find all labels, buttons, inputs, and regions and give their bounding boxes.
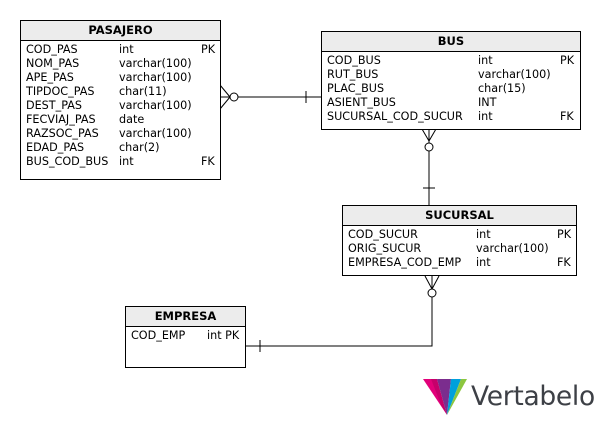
column-type: int — [478, 110, 493, 123]
entity-empresa[interactable]: EMPRESA COD_EMP int PK — [125, 306, 246, 368]
column-name: SUCURSAL_COD_SUCUR — [327, 110, 463, 123]
column-type: int — [476, 256, 491, 269]
relationship-bus-sucursal — [421, 128, 437, 205]
column-type: int — [478, 54, 493, 67]
column-type: date — [119, 113, 145, 126]
column-row: COD_EMP int PK — [126, 329, 245, 343]
column-name: TIPDOC_PAS — [26, 85, 95, 98]
column-type: varchar(100) — [119, 127, 192, 140]
column-row: ORIG_SUCUR varchar(100) — [343, 242, 576, 256]
column-row: EDAD_PAS char(2) — [21, 141, 220, 155]
entity-title: BUS — [322, 32, 580, 52]
column-type: varchar(100) — [478, 68, 551, 81]
entity-title: SUCURSAL — [343, 206, 576, 226]
column-key: PK — [557, 228, 572, 241]
column-name: BUS_COD_BUS — [26, 155, 109, 168]
column-row: DEST_PAS varchar(100) — [21, 99, 220, 113]
column-key: PK — [201, 43, 216, 56]
column-row: BUS_COD_BUS int FK — [21, 155, 220, 169]
column-key: FK — [557, 256, 571, 269]
relationship-pasajero-bus — [219, 84, 321, 110]
column-row: RUT_BUS varchar(100) — [322, 68, 580, 82]
column-name: COD_PAS — [26, 43, 78, 56]
column-row: RAZSOC_PAS varchar(100) — [21, 127, 220, 141]
column-type: char(15) — [478, 82, 526, 95]
vertabelo-wordmark: Vertabelo — [471, 381, 595, 412]
column-row: NOM_PAS varchar(100) — [21, 57, 220, 71]
vertabelo-logo-mark-icon — [423, 379, 467, 415]
column-name: ORIG_SUCUR — [348, 242, 422, 255]
column-type: INT — [478, 96, 497, 109]
column-name: COD_BUS — [327, 54, 381, 67]
column-row: FECVIAJ_PAS date — [21, 113, 220, 127]
column-name: RUT_BUS — [327, 68, 379, 81]
column-name: EMPRESA_COD_EMP — [348, 256, 462, 269]
column-row: TIPDOC_PAS char(11) — [21, 85, 220, 99]
column-row: SUCURSAL_COD_SUCUR int FK — [322, 110, 580, 124]
column-type: int — [476, 228, 491, 241]
column-type: int PK — [207, 329, 240, 342]
entity-title: EMPRESA — [126, 307, 245, 327]
column-type: char(11) — [119, 85, 167, 98]
column-type: char(2) — [119, 141, 160, 154]
column-name: EDAD_PAS — [26, 141, 85, 154]
column-type: varchar(100) — [476, 242, 549, 255]
column-key: FK — [560, 110, 574, 123]
column-row: COD_SUCUR int PK — [343, 228, 576, 242]
column-name: COD_SUCUR — [348, 228, 418, 241]
column-type: varchar(100) — [119, 99, 192, 112]
column-row: APE_PAS varchar(100) — [21, 71, 220, 85]
entity-title: PASAJERO — [21, 21, 220, 41]
column-name: COD_EMP — [131, 329, 186, 342]
column-name: APE_PAS — [26, 71, 74, 84]
column-type: int — [119, 43, 134, 56]
column-key: PK — [560, 54, 575, 67]
column-name: ASIENT_BUS — [327, 96, 396, 109]
column-row: PLAC_BUS char(15) — [322, 82, 580, 96]
entity-columns: COD_EMP int PK — [126, 327, 245, 343]
column-name: PLAC_BUS — [327, 82, 385, 95]
vertabelo-logo: Vertabelo — [421, 375, 595, 419]
column-type: int — [119, 155, 134, 168]
column-key: FK — [201, 155, 215, 168]
column-row: EMPRESA_COD_EMP int FK — [343, 256, 576, 270]
column-name: FECVIAJ_PAS — [26, 113, 96, 126]
column-row: COD_BUS int PK — [322, 54, 580, 68]
column-name: NOM_PAS — [26, 57, 80, 70]
relationship-sucursal-empresa — [245, 275, 440, 352]
column-row: ASIENT_BUS INT — [322, 96, 580, 110]
column-type: varchar(100) — [119, 71, 192, 84]
column-name: RAZSOC_PAS — [26, 127, 99, 140]
column-type: varchar(100) — [119, 57, 192, 70]
column-name: DEST_PAS — [26, 99, 82, 112]
column-row: COD_PAS int PK — [21, 43, 220, 57]
